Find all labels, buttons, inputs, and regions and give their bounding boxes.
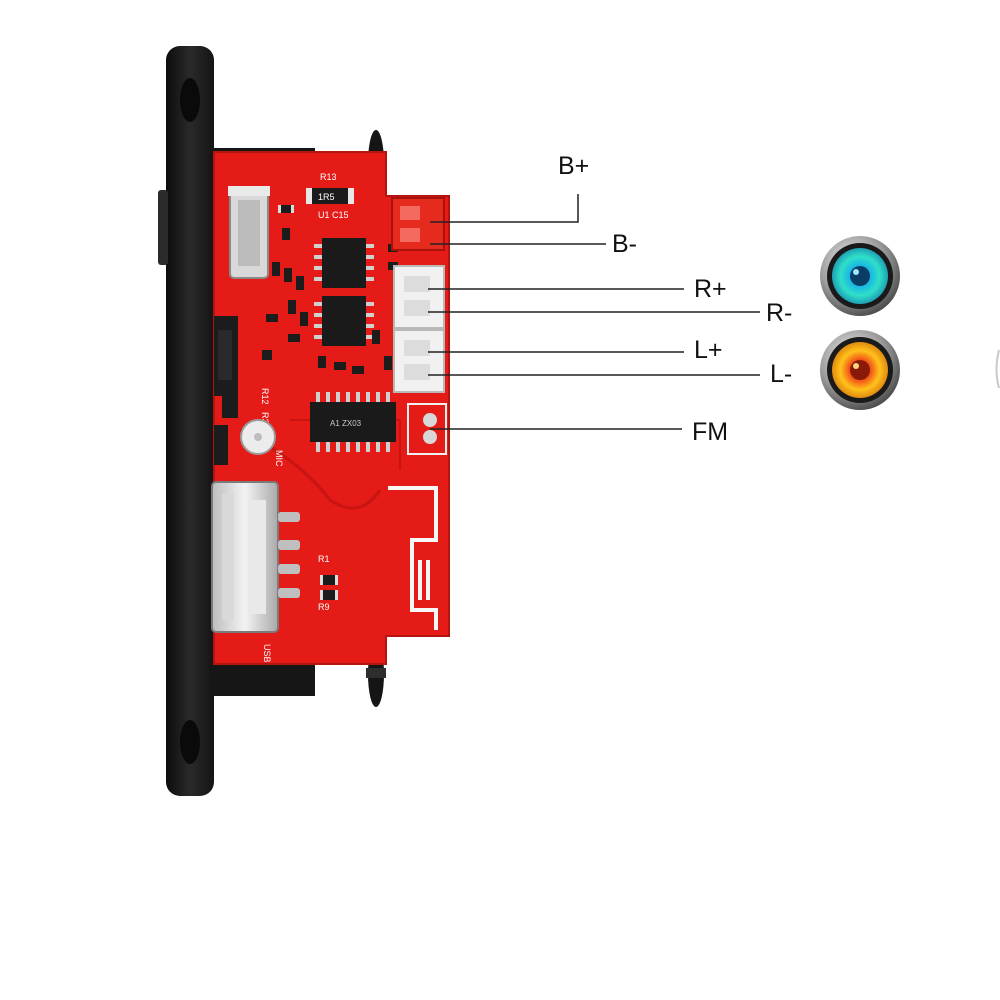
speaker-icon: [820, 236, 900, 316]
slide-switch: [228, 186, 270, 279]
battery-connector: [391, 197, 445, 251]
antenna-trace: [388, 486, 438, 630]
label-b-plus: B+: [558, 152, 589, 180]
silk-r9: R9: [318, 602, 330, 612]
label-r-plus: R+: [694, 275, 727, 303]
silk-r3: R3: [260, 412, 270, 424]
amplifier-chip: [314, 296, 374, 346]
silk-r1: R1: [318, 554, 330, 564]
label-r-minus: R-: [766, 299, 792, 327]
mp3-module: 1R5 R13 U1 C15: [158, 46, 450, 796]
right-speaker-connector: [393, 265, 445, 329]
label-l-minus: L-: [770, 360, 792, 388]
silk-mic: MIC: [274, 450, 284, 467]
silk-1r5: 1R5: [318, 192, 335, 202]
resistor-1r5: 1R5: [306, 188, 354, 204]
left-speaker-connector: [393, 329, 445, 393]
chip-marking: A1 ZX03: [330, 419, 362, 428]
front-bezel: [166, 46, 214, 796]
amplifier-chip: [314, 238, 374, 288]
mount-hole: [180, 720, 200, 764]
microphone: MIC: [240, 419, 284, 467]
callout-lines: [428, 194, 760, 430]
usb-port: USB: [211, 481, 300, 663]
label-l-plus: L+: [694, 336, 723, 364]
speaker-icon: [820, 330, 900, 410]
silk-u1c15: U1 C15: [318, 210, 349, 220]
label-fm: FM: [692, 418, 728, 446]
decoder-chip: A1 ZX03: [310, 392, 396, 452]
silk-r13: R13: [320, 172, 337, 182]
mount-hole: [180, 78, 200, 122]
label-b-minus: B-: [612, 230, 637, 258]
silk-usb: USB: [262, 644, 272, 663]
silk-r12: R12: [260, 388, 270, 405]
